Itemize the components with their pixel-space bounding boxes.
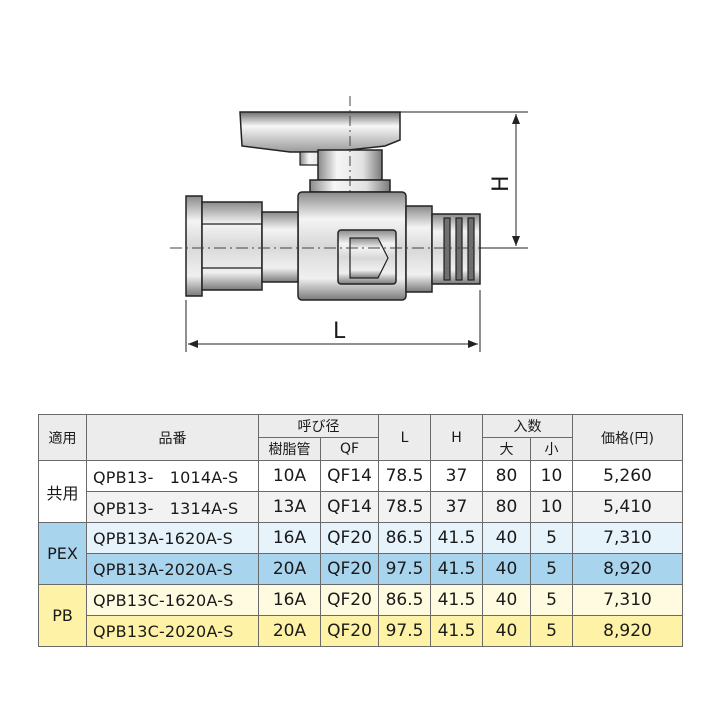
resin-cell: 20A [258, 553, 321, 585]
dimension-H-label: H [489, 175, 514, 192]
header-qty: 入数 [482, 414, 573, 438]
group-label: 共用 [38, 460, 87, 523]
l-cell: 86.5 [378, 522, 431, 554]
group-label: PEX [38, 522, 87, 585]
resin-cell: 10A [258, 460, 321, 492]
small-qty-cell: 5 [530, 553, 573, 585]
large-qty-cell: 80 [482, 460, 531, 492]
model-cell: QPB13A-2020A-S [86, 553, 259, 585]
table-row: PEX QPB13A-1620A-S 16A QF20 86.5 41.5 40… [38, 522, 683, 585]
small-qty-cell: 5 [530, 522, 573, 554]
h-cell: 41.5 [430, 615, 483, 647]
valve-union-nut [185, 195, 299, 297]
model-cell: QPB13A-1620A-S [86, 522, 259, 554]
model-cell: QPB13- 1014A-S [86, 460, 259, 492]
price-cell: 5,410 [572, 491, 683, 523]
table-row: 共用 QPB13- 1014A-S 10A QF14 78.5 37 80 10… [38, 460, 683, 523]
model-cell: QPB13C-1620A-S [86, 584, 259, 616]
l-cell: 97.5 [378, 553, 431, 585]
resin-cell: 16A [258, 522, 321, 554]
l-cell: 78.5 [378, 491, 431, 523]
spec-table: 適用 品番 呼び径 L H 入数 価格(円) 樹脂管 QF 大 小 共用 QPB… [38, 414, 683, 647]
l-cell: 86.5 [378, 584, 431, 616]
h-cell: 41.5 [430, 553, 483, 585]
resin-cell: 20A [258, 615, 321, 647]
price-cell: 5,260 [572, 460, 683, 492]
resin-cell: 13A [258, 491, 321, 523]
price-cell: 8,920 [572, 553, 683, 585]
large-qty-cell: 40 [482, 584, 531, 616]
h-cell: 37 [430, 491, 483, 523]
large-qty-cell: 40 [482, 615, 531, 647]
table-row: QPB13A-2020A-S 20A QF20 97.5 41.5 40 5 8… [39, 553, 683, 585]
h-cell: 41.5 [430, 584, 483, 616]
price-cell: 7,310 [572, 522, 683, 554]
large-qty-cell: 40 [482, 553, 531, 585]
small-qty-cell: 5 [530, 584, 573, 616]
small-qty-cell: 10 [530, 491, 573, 523]
header-application: 適用 [38, 414, 87, 461]
model-cell: QPB13- 1314A-S [86, 491, 259, 523]
model-cell: QPB13C-2020A-S [86, 615, 259, 647]
price-cell: 8,920 [572, 615, 683, 647]
qf-cell: QF20 [320, 615, 379, 647]
header-small: 小 [530, 437, 573, 461]
h-cell: 37 [430, 460, 483, 492]
qf-cell: QF20 [320, 553, 379, 585]
header-nominal: 呼び径 [258, 414, 379, 438]
header-L: L [378, 414, 431, 461]
dimension-H: H [400, 111, 528, 249]
valve-body [297, 191, 407, 301]
header-price: 価格(円) [572, 414, 683, 461]
valve-hose-spigot [405, 205, 481, 293]
valve-handle [239, 111, 401, 166]
table-row: PB QPB13C-1620A-S 16A QF20 86.5 41.5 40 … [38, 584, 683, 647]
h-cell: 41.5 [430, 522, 483, 554]
dimension-L-label: L [333, 319, 346, 344]
l-cell: 78.5 [378, 460, 431, 492]
resin-cell: 16A [258, 584, 321, 616]
dimension-L: L [185, 290, 481, 352]
price-cell: 7,310 [572, 584, 683, 616]
large-qty-cell: 80 [482, 491, 531, 523]
table-row: QPB13C-2020A-S 20A QF20 97.5 41.5 40 5 8… [39, 615, 683, 647]
small-qty-cell: 10 [530, 460, 573, 492]
valve-technical-drawing: L H [170, 96, 528, 352]
qf-cell: QF14 [320, 491, 379, 523]
qf-cell: QF20 [320, 584, 379, 616]
header-resin: 樹脂管 [258, 437, 321, 461]
l-cell: 97.5 [378, 615, 431, 647]
header-qf: QF [320, 437, 379, 461]
group-label: PB [38, 584, 87, 647]
header-large: 大 [482, 437, 531, 461]
header-model: 品番 [86, 414, 259, 461]
large-qty-cell: 40 [482, 522, 531, 554]
small-qty-cell: 5 [530, 615, 573, 647]
qf-cell: QF14 [320, 460, 379, 492]
qf-cell: QF20 [320, 522, 379, 554]
table-row: QPB13- 1314A-S 13A QF14 78.5 37 80 10 5,… [39, 491, 683, 523]
header-H: H [430, 414, 483, 461]
